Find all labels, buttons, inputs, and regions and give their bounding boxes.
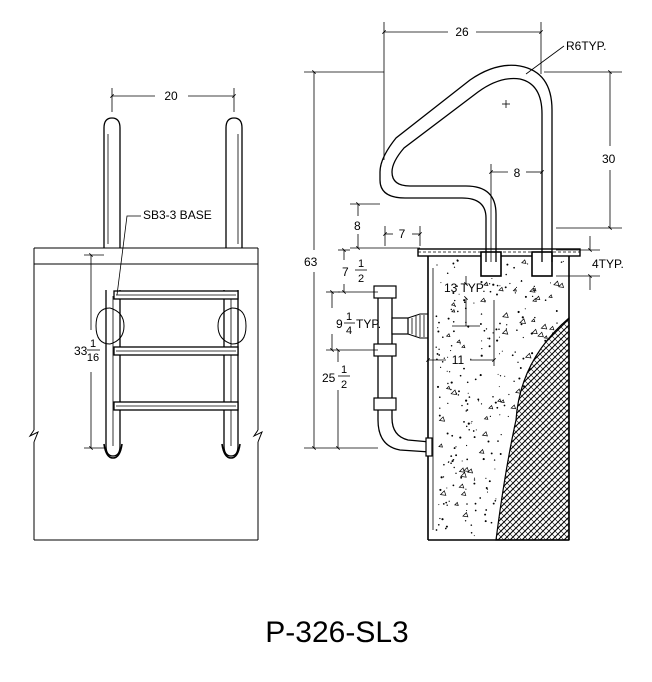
side-dim-socket-spacing: 8 xyxy=(514,166,521,180)
side-dim-step-top: 7 1 2 xyxy=(342,258,367,285)
svg-text:1: 1 xyxy=(341,364,347,376)
ladder-rail xyxy=(377,288,431,453)
side-view: 26 R6TYP. 30 8 63 8 7 xyxy=(304,22,624,541)
svg-text:33: 33 xyxy=(74,344,88,358)
svg-text:1: 1 xyxy=(358,258,364,270)
side-dim-wall-offset: 11 xyxy=(452,353,465,367)
front-dim-height: 33 1 16 xyxy=(74,338,100,364)
svg-text:7: 7 xyxy=(342,265,349,279)
side-dim-rail-height: 30 xyxy=(602,152,616,166)
side-dim-bracket: 9 1 4 TYP. xyxy=(336,311,381,337)
svg-text:1: 1 xyxy=(346,311,352,323)
concrete-aggregate xyxy=(435,259,565,537)
front-dim-width: 20 xyxy=(164,89,178,103)
svg-text:9: 9 xyxy=(336,317,343,331)
side-dim-top-width: 26 xyxy=(455,25,469,39)
side-dim-rail-above-deck: 8 xyxy=(354,219,361,233)
front-view: 20 SB3-3 BASE 33 1 16 xyxy=(28,88,263,541)
base-label: SB3-3 BASE xyxy=(143,208,212,222)
side-dim-lower: 25 1 2 xyxy=(322,364,350,391)
handrail xyxy=(379,64,553,262)
wall-bracket xyxy=(391,317,409,335)
svg-text:2: 2 xyxy=(341,379,347,391)
side-dim-socket-depth: 4TYP. xyxy=(592,257,624,271)
svg-text:1: 1 xyxy=(90,338,96,350)
drawing-number: P-326-SL3 xyxy=(265,616,408,649)
svg-text:25: 25 xyxy=(322,371,336,385)
side-dim-embed: 13 TYP. xyxy=(444,281,486,295)
svg-text:2: 2 xyxy=(358,273,364,285)
side-dim-setback: 7 xyxy=(399,227,406,241)
side-dim-overall-height: 63 xyxy=(304,255,318,269)
svg-text:16: 16 xyxy=(87,352,99,364)
svg-text:4: 4 xyxy=(346,325,352,337)
earth-hatch xyxy=(495,316,570,541)
radius-note: R6TYP. xyxy=(566,39,606,53)
svg-text:TYP.: TYP. xyxy=(356,317,381,331)
